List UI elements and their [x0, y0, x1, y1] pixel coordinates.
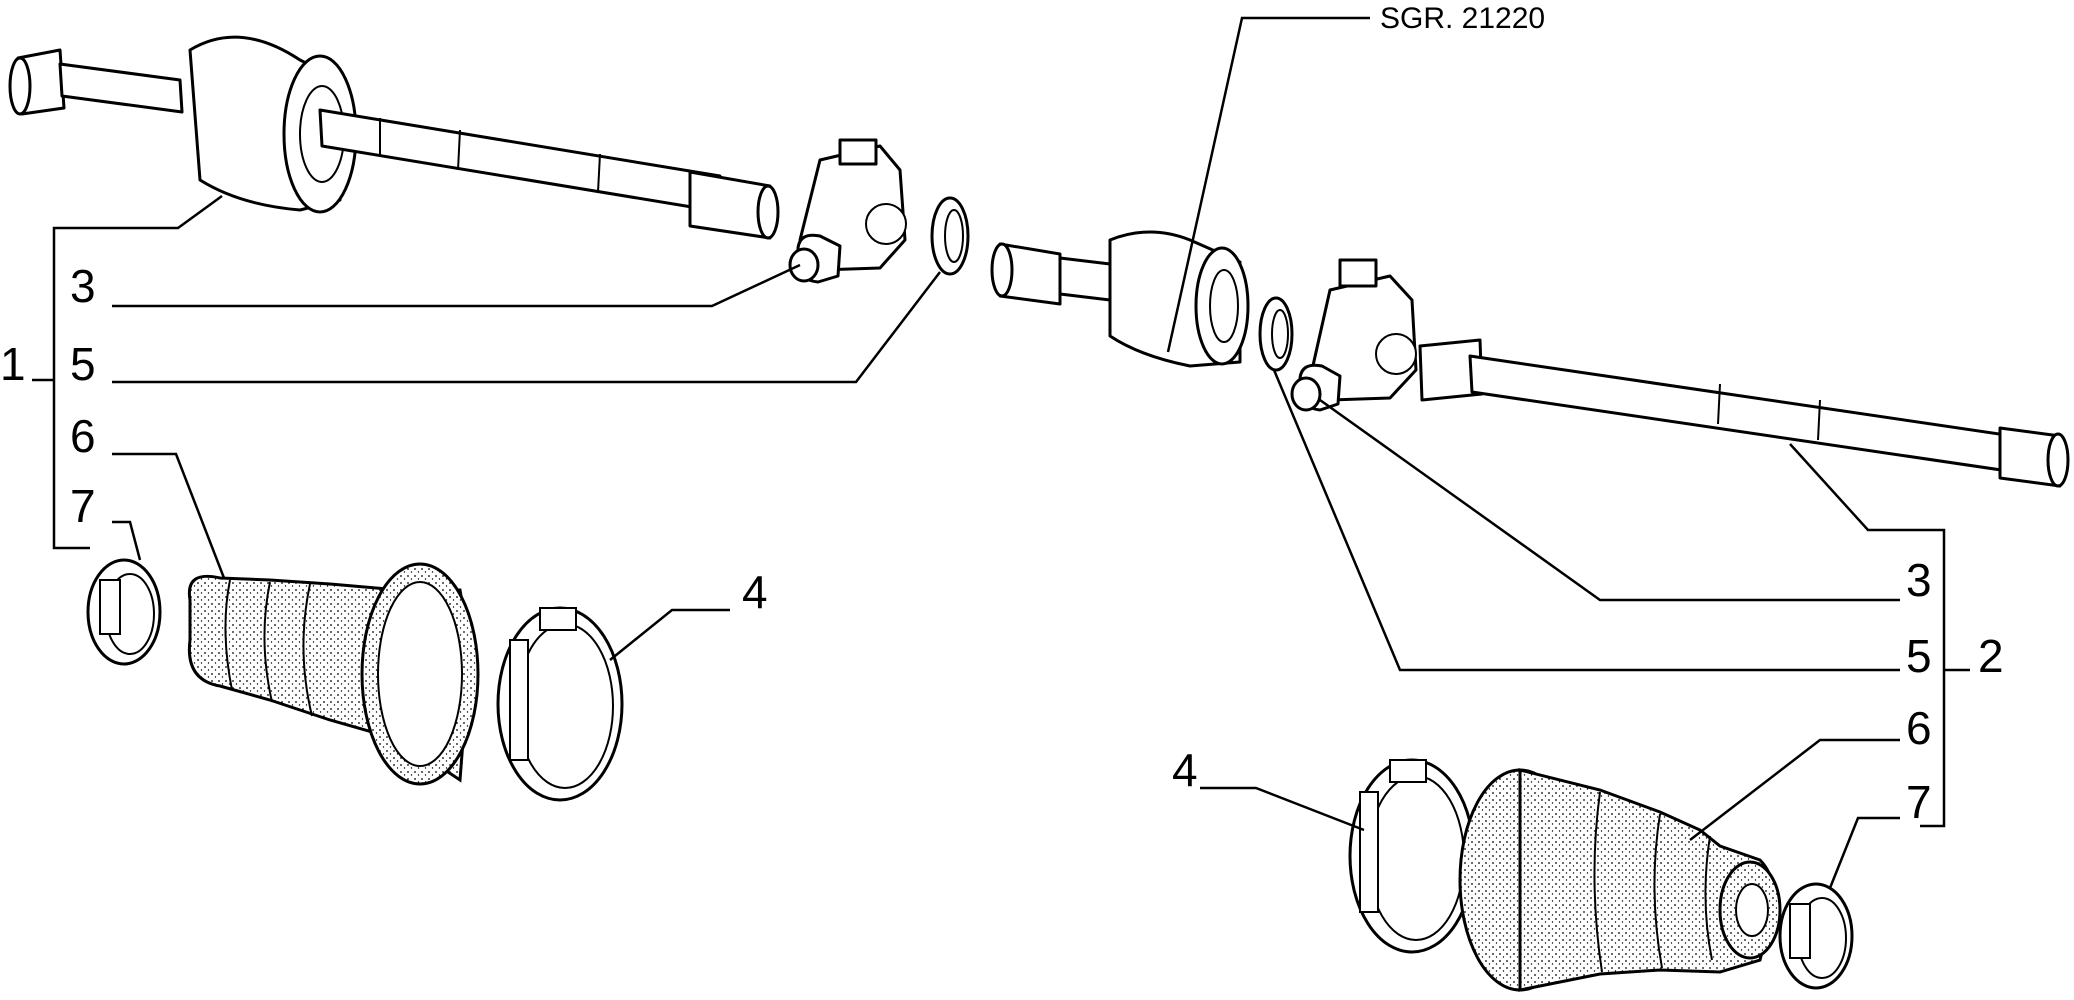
leader-lines [32, 16, 1970, 889]
left-group-label: 1 [0, 338, 26, 390]
right-boot [1458, 768, 1782, 992]
right-label-4: 4 [1172, 744, 1198, 796]
reference-label: SGR. 21220 [1380, 2, 1545, 35]
right-tripod-joint [1290, 258, 1418, 412]
left-label-4: 4 [742, 566, 768, 618]
left-label-3: 3 [70, 260, 96, 312]
left-driveshaft [8, 35, 780, 240]
right-label-7: 7 [1906, 776, 1932, 828]
left-boot-clamp-large [496, 606, 624, 802]
right-label-3: 3 [1906, 554, 1932, 606]
right-boot-clamp-small [1778, 882, 1854, 990]
right-label-6: 6 [1906, 702, 1932, 754]
right-circlip [1258, 296, 1294, 372]
left-label-7: 7 [70, 480, 96, 532]
right-label-5: 5 [1906, 630, 1932, 682]
right-boot-clamp-large [1348, 758, 1476, 954]
left-circlip [930, 196, 970, 276]
left-boot [187, 562, 480, 786]
left-boot-clamp-small [86, 558, 162, 666]
right-group-label: 2 [1978, 630, 2004, 682]
left-label-6: 6 [70, 410, 96, 462]
left-tripod-joint [788, 138, 907, 284]
right-driveshaft [990, 230, 1250, 368]
right-shaft [1418, 338, 2070, 488]
left-label-5: 5 [70, 338, 96, 390]
